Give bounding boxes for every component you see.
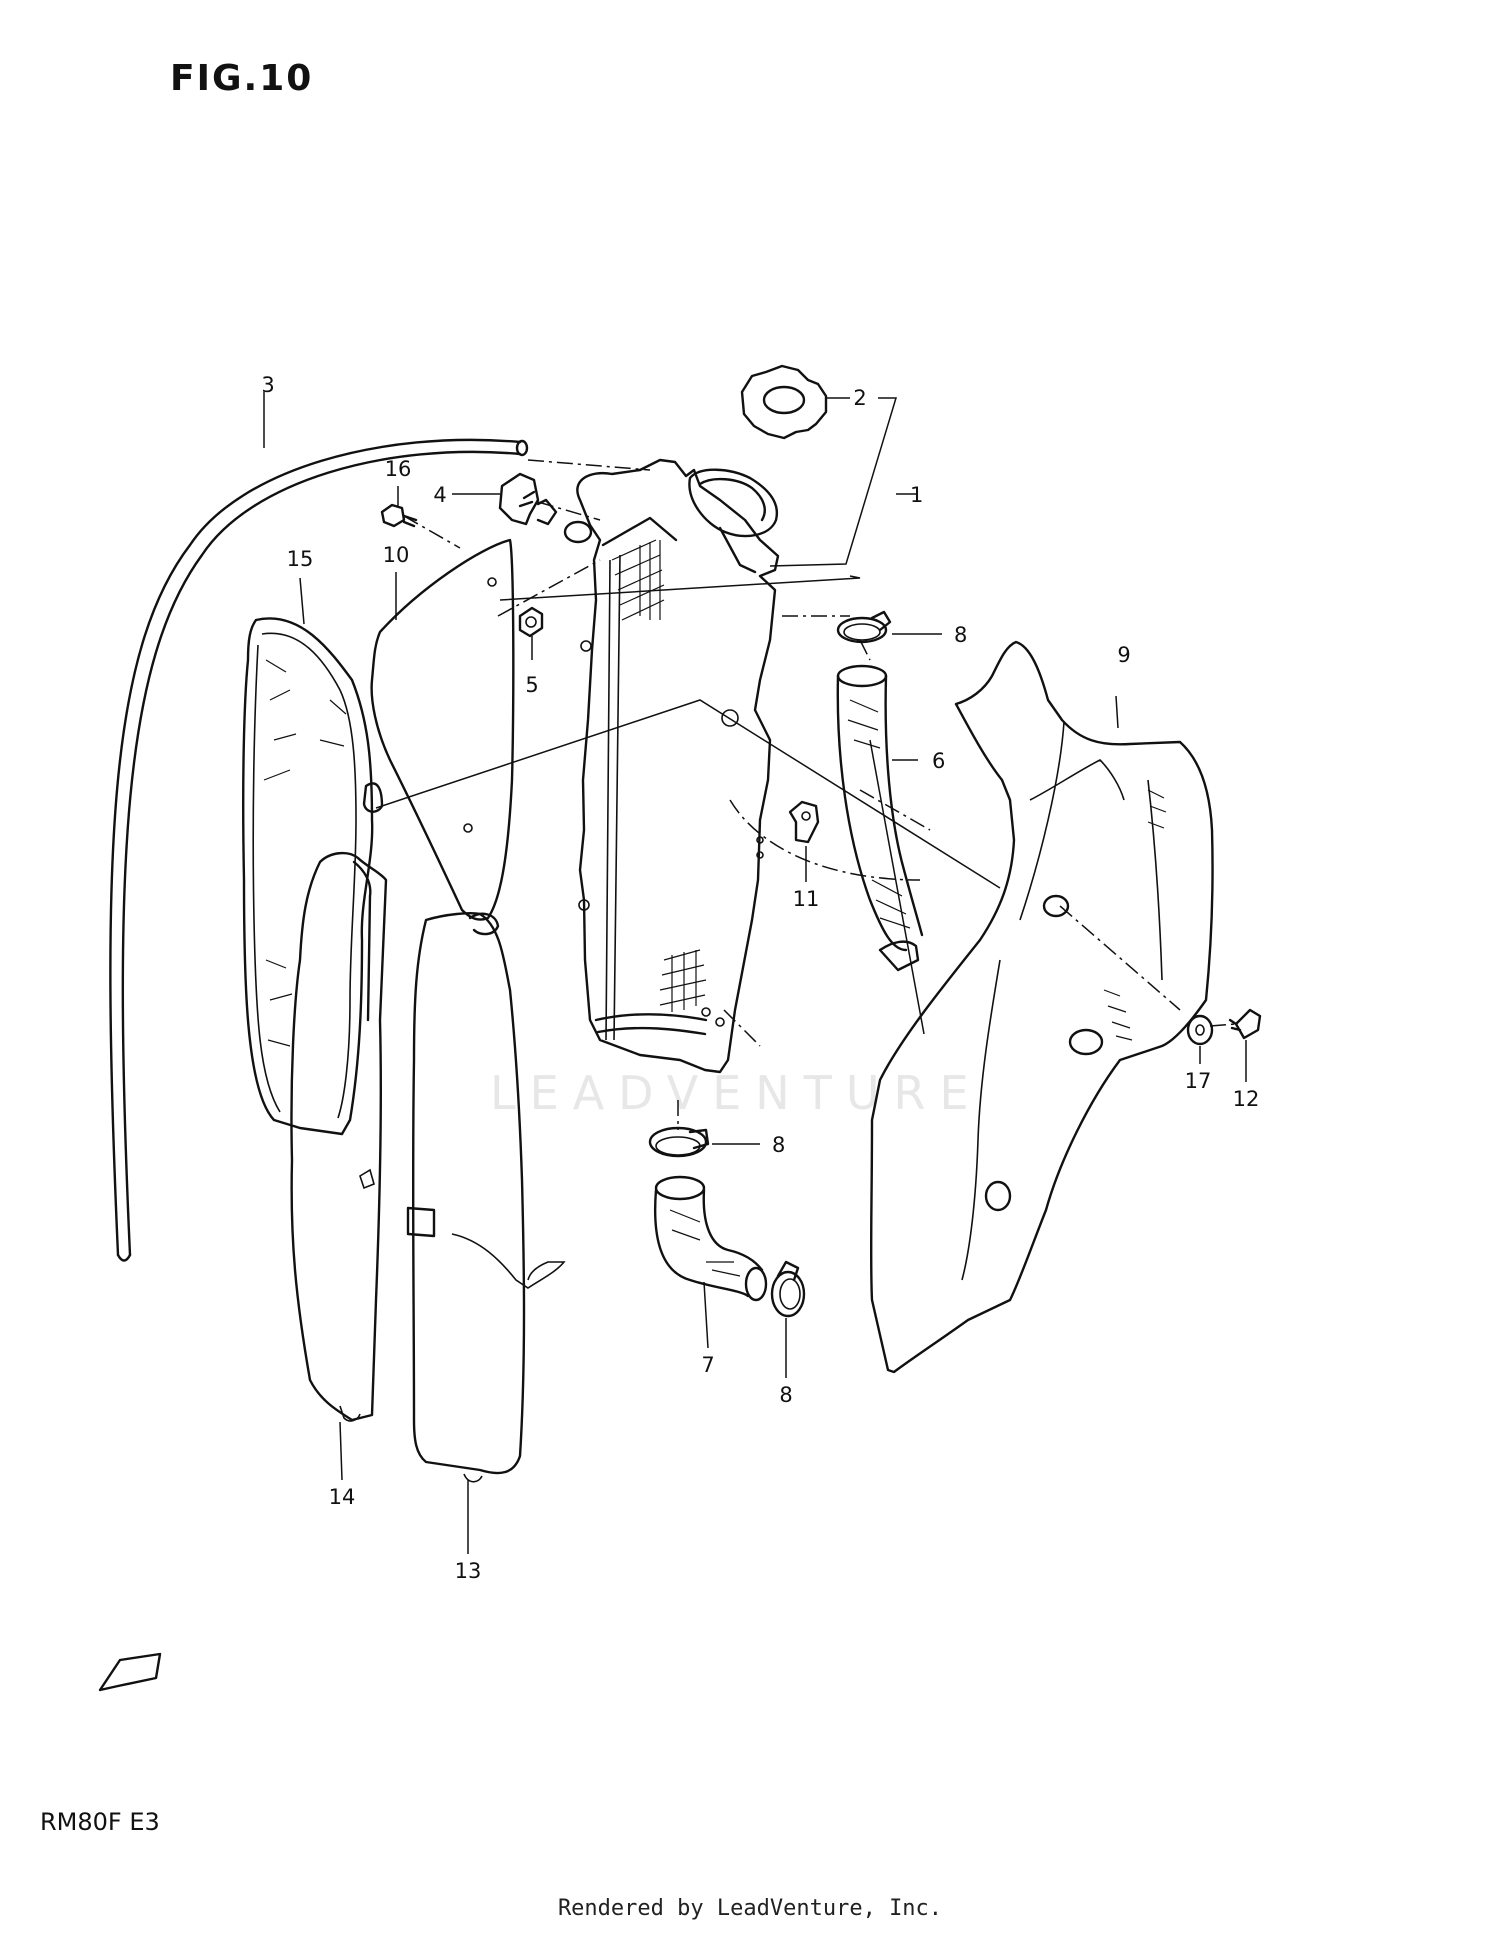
callout-14: 15 (287, 547, 314, 571)
part-hose-clamp-middle (648, 1126, 710, 1158)
footer-credit: Rendered by LeadVenture, Inc. (557, 1896, 943, 1921)
leader-lines (263, 392, 1247, 1554)
part-screw (1228, 1008, 1262, 1040)
part-overflow-hose (109, 438, 529, 1262)
callout-11: 11 (793, 887, 820, 911)
model-code: RM80F E3 (40, 1808, 160, 1836)
part-shroud-liner-right (406, 912, 566, 1483)
callout-17: 14 (329, 1485, 356, 1509)
part-washer (1186, 1014, 1214, 1046)
watermark-text: LEADVENTURE (490, 1066, 983, 1120)
callout-2: 2 (853, 386, 866, 410)
figure-title: FIG.10 (170, 58, 314, 99)
part-shroud-liner-left (290, 851, 388, 1422)
callout-12: 12 (1233, 1087, 1260, 1111)
assembly-solid-lines (375, 575, 1001, 1035)
callout-4: 4 (433, 483, 446, 507)
fwd-label: FWD (117, 1661, 156, 1684)
callout-16: 13 (455, 1559, 482, 1583)
callout-7: 7 (701, 1353, 714, 1377)
callout-8-upper: 8 (954, 623, 967, 647)
part-mount-cushion (498, 472, 558, 526)
callout-9: 9 (1117, 643, 1130, 667)
callout-15: 16 (385, 457, 412, 481)
callout-6: 6 (932, 749, 945, 773)
part-bracket-plate (362, 538, 515, 921)
part-radiator-grille (242, 617, 374, 1136)
part-radiator (563, 458, 780, 1074)
part-hose-clamp-upper (836, 610, 892, 644)
part-hose-clamp-lower (770, 1260, 806, 1318)
part-lower-hose (654, 1175, 768, 1302)
callout-10: 10 (383, 543, 410, 567)
callout-13: 17 (1185, 1069, 1212, 1093)
fwd-arrow-badge: FWD (98, 1652, 162, 1692)
callout-3: 3 (261, 373, 274, 397)
callout-8-lower: 8 (779, 1383, 792, 1407)
part-nut (518, 606, 544, 638)
part-bolt-15 (380, 503, 418, 528)
callout-labels: 3 2 1 16 4 10 15 5 8 9 6 11 17 12 8 7 8 … (261, 373, 1259, 1583)
callout-1: 1 (910, 483, 923, 507)
part-radiator-cap (740, 364, 828, 440)
part-upper-hose (836, 664, 924, 972)
part-hose-clip (788, 800, 820, 844)
part-radiator-shroud (869, 640, 1214, 1374)
callout-8-middle: 8 (772, 1133, 785, 1157)
assembly-lines (403, 459, 1237, 1130)
callout-5: 5 (525, 673, 538, 697)
